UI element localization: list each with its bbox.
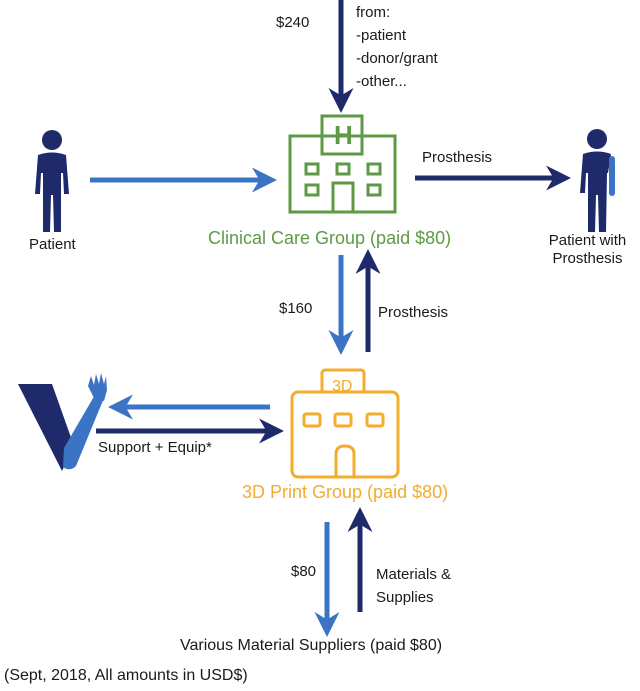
- suppliers-label: Various Material Suppliers (paid $80): [180, 637, 443, 654]
- person-with-prosthesis-icon: [580, 129, 615, 232]
- funding-source-line-4: -other...: [356, 73, 407, 90]
- payment-to-suppliers-label: $80: [291, 563, 317, 580]
- patient-with-prosthesis-line-2: Prosthesis: [552, 250, 623, 268]
- person-icon: [35, 130, 69, 232]
- funding-amount: $240: [276, 14, 310, 31]
- prosthesis-to-clinic-label: Prosthesis: [378, 304, 449, 321]
- hospital-icon: [288, 114, 397, 214]
- patient-with-prosthesis-label: Patient with Prosthesis: [535, 232, 640, 269]
- funding-source-line-3: -donor/grant: [356, 50, 438, 67]
- 3d-print-building-icon: [290, 368, 400, 479]
- funding-source-line-2: -patient: [356, 27, 407, 44]
- funding-source-line-1: from:: [356, 4, 391, 21]
- materials-label-line-1: Materials &: [376, 566, 452, 583]
- materials-label-line-2: Supplies: [376, 589, 434, 606]
- patient-with-prosthesis-line-1: Patient with: [548, 232, 627, 249]
- hospital-letter: H: [334, 120, 353, 150]
- footnote: (Sept, 2018, All amounts in USD$): [4, 667, 248, 684]
- support-equip-label: Support + Equip*: [98, 439, 212, 456]
- payment-to-print-label: $160: [279, 300, 313, 317]
- patient-label: Patient: [29, 236, 76, 253]
- 3d-print-group-label: 3D Print Group (paid $80): [242, 482, 449, 502]
- prosthetic-arm-logo: [18, 373, 107, 471]
- clinical-care-group-label: Clinical Care Group (paid $80): [208, 228, 452, 248]
- 3d-badge-text: 3D: [332, 378, 353, 395]
- prosthesis-delivery-label: Prosthesis: [422, 149, 493, 166]
